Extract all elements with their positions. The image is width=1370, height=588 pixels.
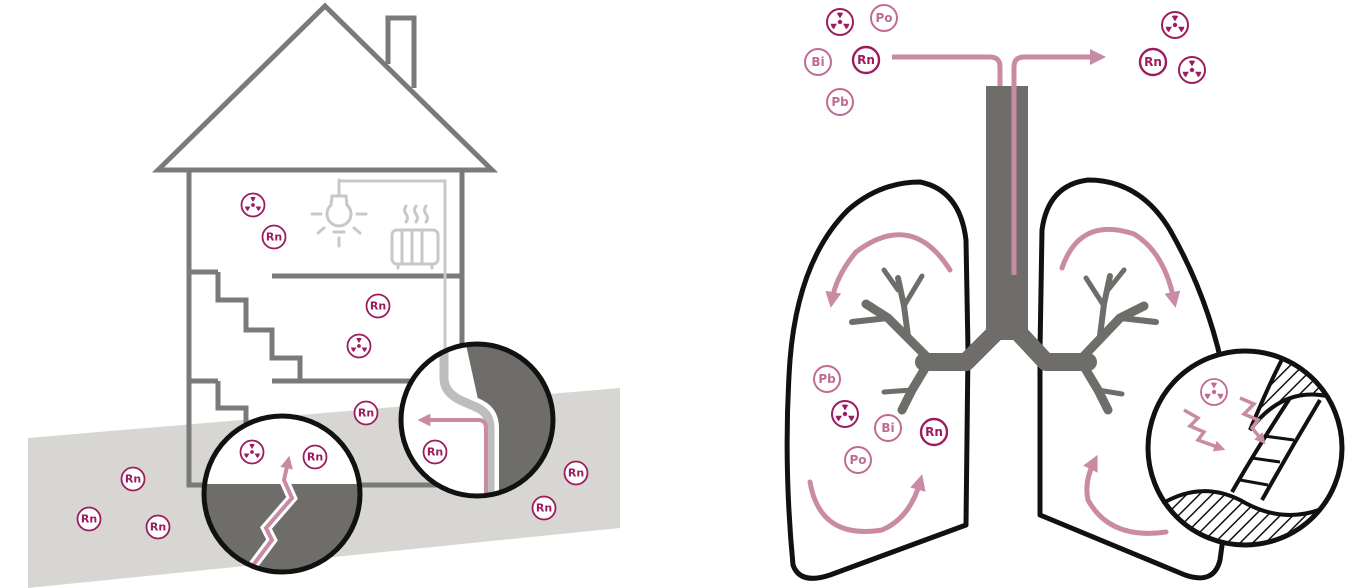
radon-atom: Rn — [851, 45, 881, 75]
house-outline — [151, 2, 499, 488]
svg-text:Rn: Rn — [536, 502, 552, 515]
radiation-symbol-icon — [239, 439, 265, 465]
svg-text:Bi: Bi — [811, 55, 824, 69]
radon-atom: Rn — [1138, 47, 1168, 77]
svg-text:Bi: Bi — [881, 421, 894, 435]
lungs-scene: Po Bi Rn Pb Rn Pb Bi Rn Po — [784, 4, 1345, 581]
lead-atom: Pb — [813, 365, 841, 393]
lightbulb-icon — [310, 178, 368, 248]
svg-text:Rn: Rn — [81, 513, 97, 526]
svg-text:Po: Po — [849, 453, 866, 467]
radon-atom: Rn — [353, 400, 379, 426]
svg-text:Rn: Rn — [427, 446, 443, 459]
bismuth-atom: Bi — [874, 414, 902, 442]
airflow-arrows — [807, 226, 1181, 536]
radiation-symbol-icon — [831, 400, 859, 428]
svg-text:Rn: Rn — [358, 407, 374, 420]
radon-atom: Rn — [919, 417, 949, 447]
radiation-symbol-icon — [240, 192, 266, 218]
radon-atom: Rn — [365, 293, 391, 319]
polonium-atom: Po — [870, 4, 898, 32]
radon-atom: Rn — [302, 444, 328, 470]
svg-text:Rn: Rn — [307, 451, 323, 464]
radiation-symbol-icon — [826, 8, 854, 36]
svg-text:Rn: Rn — [857, 53, 875, 67]
svg-text:Rn: Rn — [1144, 55, 1162, 69]
chimney — [385, 15, 417, 88]
svg-text:Rn: Rn — [266, 231, 282, 244]
radon-atom: Rn — [531, 495, 557, 521]
svg-text:Rn: Rn — [925, 425, 943, 439]
radon-atom: Rn — [120, 466, 146, 492]
radiation-symbol-icon — [1178, 56, 1206, 84]
svg-text:Rn: Rn — [568, 467, 584, 480]
lower-staircase — [215, 381, 249, 430]
radiation-symbol-icon — [1161, 11, 1189, 39]
svg-text:Pb: Pb — [818, 372, 836, 386]
radon-atom: Rn — [76, 506, 102, 532]
lead-atom: Pb — [826, 88, 854, 116]
inhale-arrow — [892, 54, 1009, 287]
bronchial-tree — [849, 86, 1159, 415]
svg-text:Pb: Pb — [831, 95, 849, 109]
house-scene: Rn Rn Rn Rn Rn Rn Rn Rn Rn Rn — [28, 2, 620, 588]
bismuth-atom: Bi — [804, 48, 832, 76]
svg-text:Po: Po — [875, 11, 892, 25]
polonium-atom: Po — [844, 446, 872, 474]
radiator-icon — [390, 204, 440, 270]
radon-atom: Rn — [422, 439, 448, 465]
heating-pipe — [337, 179, 447, 380]
radon-atom: Rn — [145, 514, 171, 540]
exhale-arrow — [1011, 48, 1107, 275]
svg-text:Rn: Rn — [370, 300, 386, 313]
svg-text:Rn: Rn — [125, 473, 141, 486]
radiation-symbol-icon — [1200, 378, 1228, 406]
radiation-symbol-icon — [346, 333, 372, 359]
dna-damage-zoom — [1145, 348, 1345, 548]
radon-atom: Rn — [563, 460, 589, 486]
upper-staircase — [215, 272, 303, 381]
roof — [151, 2, 499, 173]
radon-atom: Rn — [261, 224, 287, 250]
svg-text:Rn: Rn — [150, 521, 166, 534]
pipe-entry-zoom — [398, 341, 556, 499]
trachea — [986, 86, 1028, 340]
house-walls — [186, 170, 458, 488]
